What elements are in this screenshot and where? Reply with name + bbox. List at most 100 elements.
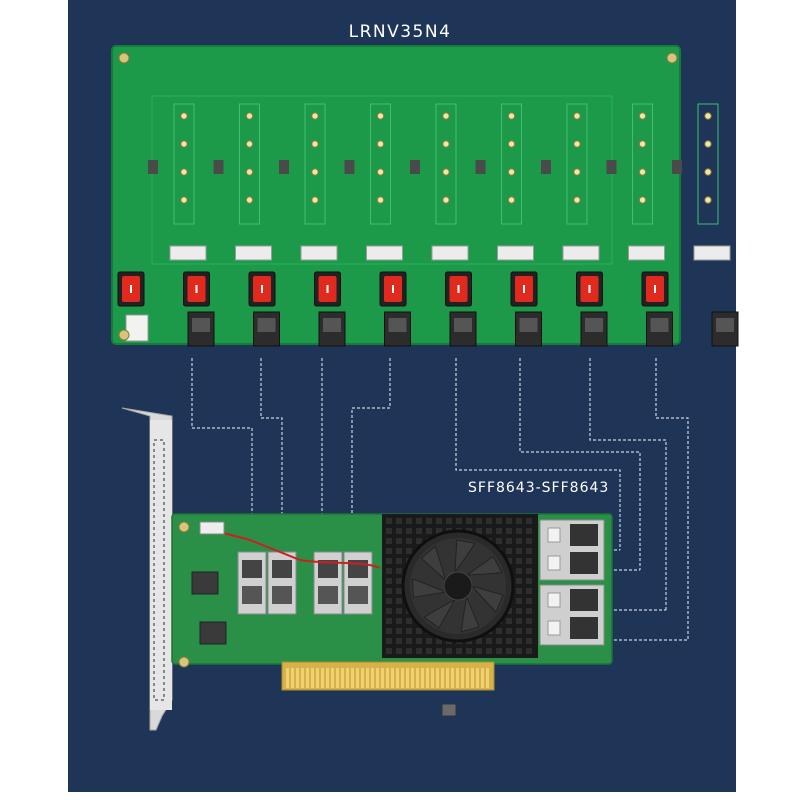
- heatsink-pin: [526, 548, 532, 554]
- adapter-card: [172, 514, 612, 690]
- inductor: [192, 572, 218, 594]
- mount-hole: [119, 330, 129, 340]
- heatsink-pin: [516, 558, 522, 564]
- port-opening: [348, 586, 368, 604]
- heatsink-pin: [506, 528, 512, 534]
- heatsink-pin: [416, 518, 422, 524]
- heatsink-pin: [526, 618, 532, 624]
- heatsink-pin: [386, 628, 392, 634]
- heatsink-pin: [486, 528, 492, 534]
- gold-finger: [391, 668, 394, 688]
- standoff-hole: [639, 197, 645, 203]
- heatsink-pin: [456, 648, 462, 654]
- switch-mark: [392, 285, 394, 293]
- port-label: [548, 556, 560, 570]
- gold-finger: [461, 668, 464, 688]
- gold-finger: [371, 668, 374, 688]
- heatsink-pin: [446, 648, 452, 654]
- heatsink-pin: [516, 528, 522, 534]
- gold-finger: [321, 668, 324, 688]
- heatsink-pin: [526, 598, 532, 604]
- chip: [672, 160, 682, 174]
- port-label: [548, 528, 560, 542]
- cable-line: [261, 358, 282, 516]
- heatsink-pin: [496, 638, 502, 644]
- gold-finger: [456, 668, 459, 688]
- heatsink-pin: [386, 548, 392, 554]
- heatsink-pin: [526, 628, 532, 634]
- gold-finger: [466, 668, 469, 688]
- backplane-board: [112, 46, 738, 346]
- cable-line: [192, 358, 252, 516]
- heatsink-pin: [396, 608, 402, 614]
- heatsink-pin: [416, 628, 422, 634]
- mount-hole: [667, 53, 677, 63]
- gold-finger: [386, 668, 389, 688]
- heatsink-pin: [486, 648, 492, 654]
- heatsink-pin: [496, 528, 502, 534]
- gold-finger: [361, 668, 364, 688]
- chip: [214, 160, 224, 174]
- heatsink-pin: [526, 608, 532, 614]
- standoff-hole: [246, 169, 252, 175]
- heatsink-pin: [386, 518, 392, 524]
- switch-mark: [261, 285, 263, 293]
- standoff-hole: [181, 169, 187, 175]
- heatsink-pin: [466, 518, 472, 524]
- standoff-hole: [705, 141, 711, 147]
- standoff-hole: [312, 169, 318, 175]
- gold-finger: [376, 668, 379, 688]
- heatsink-pin: [406, 518, 412, 524]
- gold-finger: [486, 668, 489, 688]
- heatsink-pin: [386, 648, 392, 654]
- heatsink-pin: [516, 618, 522, 624]
- gold-finger: [471, 668, 474, 688]
- small-part: [442, 704, 456, 716]
- port-latch: [585, 318, 603, 332]
- heatsink-pin: [486, 638, 492, 644]
- heatsink-pin: [426, 518, 432, 524]
- gold-finger: [366, 668, 369, 688]
- heatsink-pin: [476, 648, 482, 654]
- standoff-hole: [181, 197, 187, 203]
- gold-finger: [416, 668, 419, 688]
- cable-line: [352, 358, 390, 516]
- gold-finger: [306, 668, 309, 688]
- heatsink-pin: [386, 608, 392, 614]
- standoff-hole: [181, 141, 187, 147]
- port-opening: [272, 586, 292, 604]
- heatsink-pin: [496, 538, 502, 544]
- heatsink-pin: [516, 568, 522, 574]
- port-opening: [570, 617, 598, 639]
- heatsink-pin: [526, 558, 532, 564]
- heatsink-pin: [516, 628, 522, 634]
- standoff-hole: [574, 113, 580, 119]
- heatsink-pin: [396, 548, 402, 554]
- heatsink-pin: [396, 648, 402, 654]
- drive-connector: [629, 246, 665, 260]
- heatsink-pin: [506, 618, 512, 624]
- heatsink-pin: [506, 628, 512, 634]
- heatsink-pin: [396, 598, 402, 604]
- port-opening: [570, 524, 598, 546]
- gold-finger: [451, 668, 454, 688]
- heatsink-pin: [426, 528, 432, 534]
- standoff-hole: [574, 169, 580, 175]
- heatsink-pin: [506, 548, 512, 554]
- standoff-hole: [508, 169, 514, 175]
- heatsink-pin: [506, 538, 512, 544]
- heatsink-pin: [396, 638, 402, 644]
- port-label: [548, 621, 560, 635]
- switch-mark: [327, 285, 329, 293]
- gold-finger: [286, 668, 289, 688]
- standoff-hole: [574, 197, 580, 203]
- heatsink-pin: [386, 568, 392, 574]
- gold-finger: [326, 668, 329, 688]
- heatsink-pin: [406, 528, 412, 534]
- heatsink-pin: [526, 638, 532, 644]
- heatsink-pin: [386, 638, 392, 644]
- port-latch: [258, 318, 276, 332]
- heatsink-pin: [426, 648, 432, 654]
- port-opening: [272, 560, 292, 578]
- drive-connector: [301, 246, 337, 260]
